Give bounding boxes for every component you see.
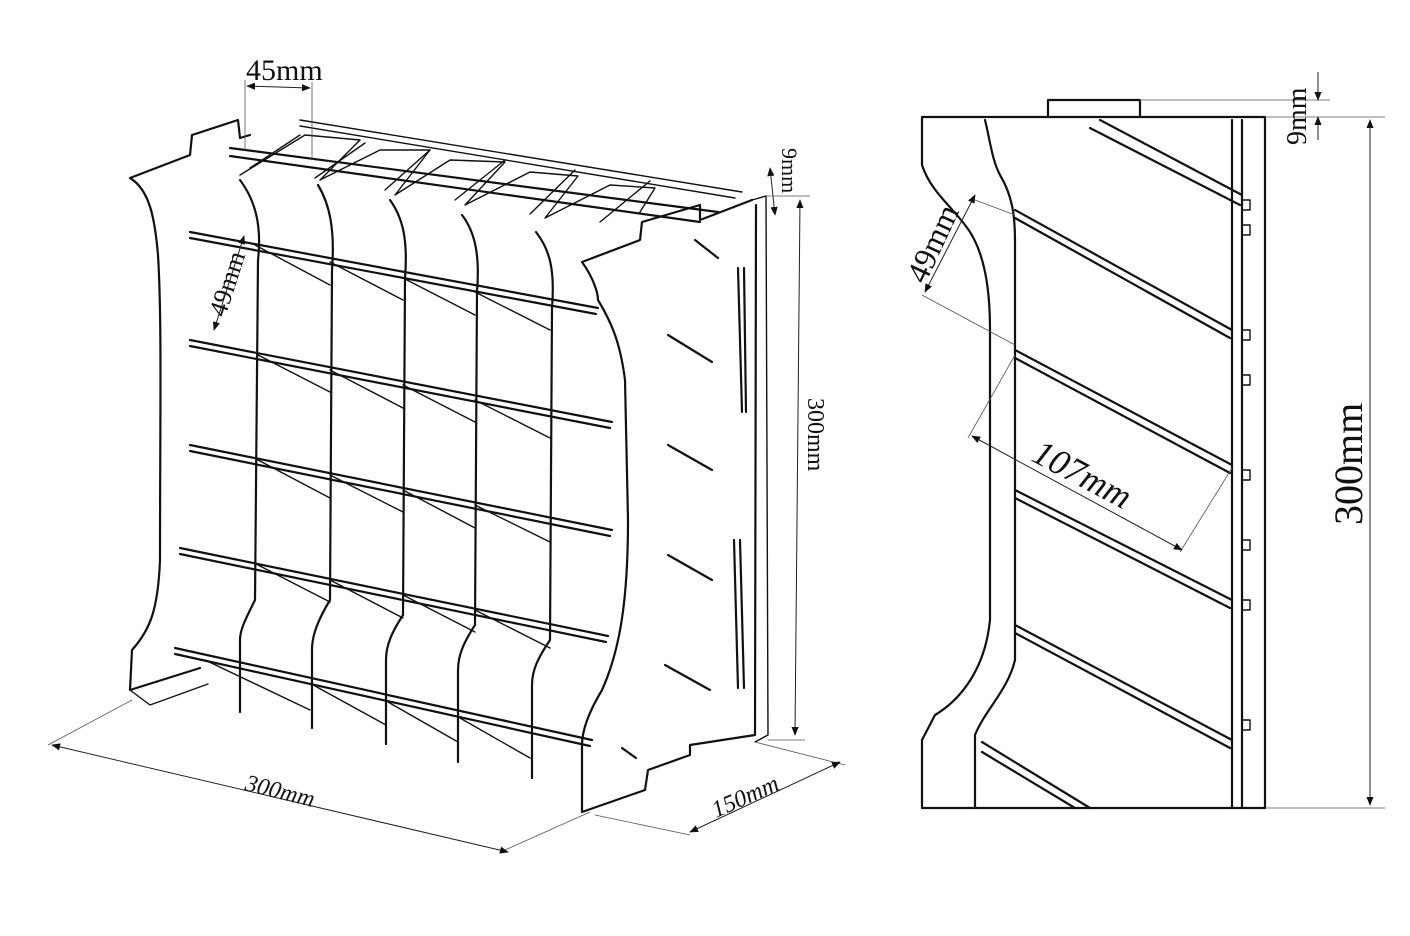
iso-dim-shelf-pitch-label: 49mm xyxy=(203,248,251,320)
iso-left-side-panel xyxy=(128,118,252,692)
side-back-panel xyxy=(1230,118,1244,810)
iso-right-side-panel xyxy=(580,198,758,814)
side-dim-height-label: 300mm xyxy=(1326,403,1371,525)
side-dim-height: 300mm xyxy=(1265,119,1385,809)
side-dim-shelf-pitch: 49mm xyxy=(899,194,1016,346)
side-back-tabs xyxy=(1241,199,1251,731)
iso-dim-top-width-label: 45mm xyxy=(246,54,323,87)
iso-right-panel-thickness xyxy=(751,195,769,743)
iso-top-rail-back xyxy=(299,119,743,199)
side-dim-thickness-label: 9mm xyxy=(1282,87,1313,145)
side-dim-thickness: 9mm xyxy=(1140,72,1385,145)
iso-right-panel-slots xyxy=(620,238,748,760)
iso-shelf-rails xyxy=(173,230,614,748)
iso-dim-width: 300mm xyxy=(47,699,591,854)
iso-dim-top-width: 45mm xyxy=(244,54,323,160)
iso-shelf-diagonals xyxy=(204,244,551,759)
iso-dim-height: 300mm xyxy=(766,195,828,741)
iso-dim-width-label: 300mm xyxy=(242,770,318,813)
iso-top-rail-front xyxy=(228,146,720,224)
iso-dim-shelf-pitch: 49mm xyxy=(203,235,251,331)
side-view: 9mm 49mm 107mm 300mm xyxy=(899,72,1385,810)
side-shelves xyxy=(980,118,1244,810)
iso-left-side-panel-back xyxy=(129,683,209,706)
iso-dim-thickness-label: 9mm xyxy=(777,148,802,193)
iso-dim-height-label: 300mm xyxy=(802,398,828,472)
side-dim-shelf-pitch-label: 49mm xyxy=(899,199,966,288)
side-top-cap xyxy=(1046,98,1142,119)
iso-dim-depth-label: 150mm xyxy=(708,771,783,823)
side-inner-profile xyxy=(973,118,1017,810)
iso-top-grid xyxy=(239,134,656,223)
iso-dim-thickness: 9mm xyxy=(767,148,802,216)
isometric-view: 45mm 49mm 9mm 300mm 300mm 150mm xyxy=(47,54,846,854)
